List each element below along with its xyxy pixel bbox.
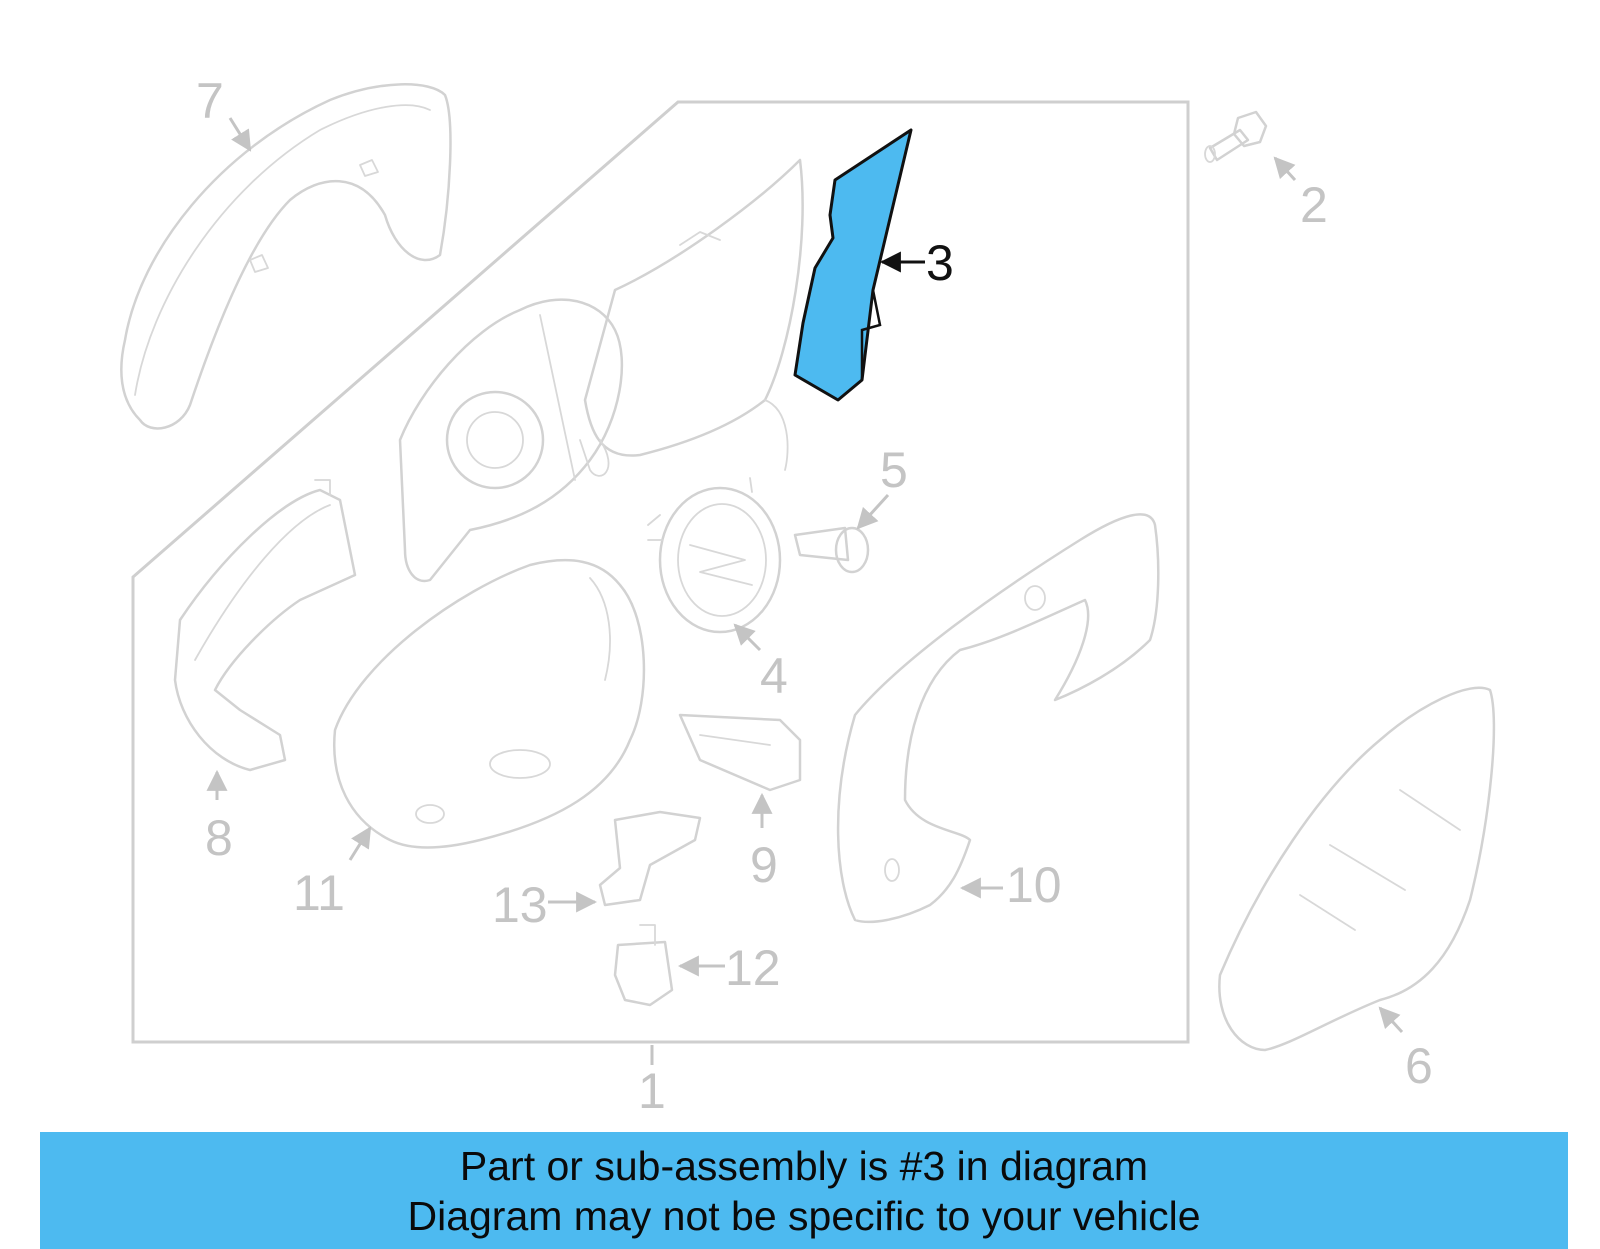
- banner-line-2: Diagram may not be specific to your vehi…: [407, 1192, 1201, 1239]
- callout-13: 13: [492, 877, 548, 933]
- part-7-mirror-cover[interactable]: [120, 83, 452, 430]
- part-8-turn-signal[interactable]: [173, 479, 357, 772]
- banner-line-1: Part or sub-assembly is #3 in diagram: [459, 1142, 1149, 1189]
- callout-2: 2: [1300, 177, 1328, 233]
- mirror-base-assembly: [398, 158, 804, 583]
- callout-6: 6: [1405, 1038, 1433, 1094]
- callout-numbers: 1 2 3 4 5 6 7 8 9 10 11 12 13: [196, 73, 1433, 1119]
- part-10-inner-frame[interactable]: [836, 513, 1160, 924]
- leader-lines: [206, 117, 1404, 1065]
- part-2-bolt[interactable]: [1204, 110, 1268, 163]
- callout-11: 11: [293, 865, 345, 921]
- leader-6: [1378, 1006, 1404, 1034]
- part-5-screw[interactable]: [793, 526, 870, 574]
- leader-11: [348, 826, 372, 861]
- callout-9: 9: [750, 837, 778, 893]
- part-4-motor[interactable]: [647, 477, 782, 634]
- part-9-bracket[interactable]: [678, 713, 802, 792]
- callout-10: 10: [1006, 857, 1062, 913]
- callout-7: 7: [196, 73, 224, 129]
- callout-4: 4: [760, 648, 788, 704]
- part-3-shape: [793, 128, 913, 402]
- leader-5: [856, 493, 890, 530]
- part-11-lower-housing[interactable]: [333, 559, 646, 849]
- leader-2: [1273, 156, 1297, 182]
- leader-4: [733, 623, 762, 652]
- leader-7: [228, 117, 252, 152]
- part-6-mirror-glass[interactable]: [1218, 686, 1496, 1052]
- part-3-highlighted[interactable]: [793, 128, 913, 402]
- info-banner: Part or sub-assembly is #3 in diagram Di…: [40, 1132, 1568, 1249]
- part-12-switch[interactable]: [613, 924, 674, 1007]
- callout-1: 1: [638, 1063, 666, 1119]
- callout-8: 8: [205, 810, 233, 866]
- callout-3: 3: [926, 235, 954, 291]
- assembly-frame: [131, 100, 1190, 1044]
- callout-12: 12: [725, 940, 781, 996]
- part-13-bracket[interactable]: [598, 810, 702, 907]
- callout-5: 5: [880, 442, 908, 498]
